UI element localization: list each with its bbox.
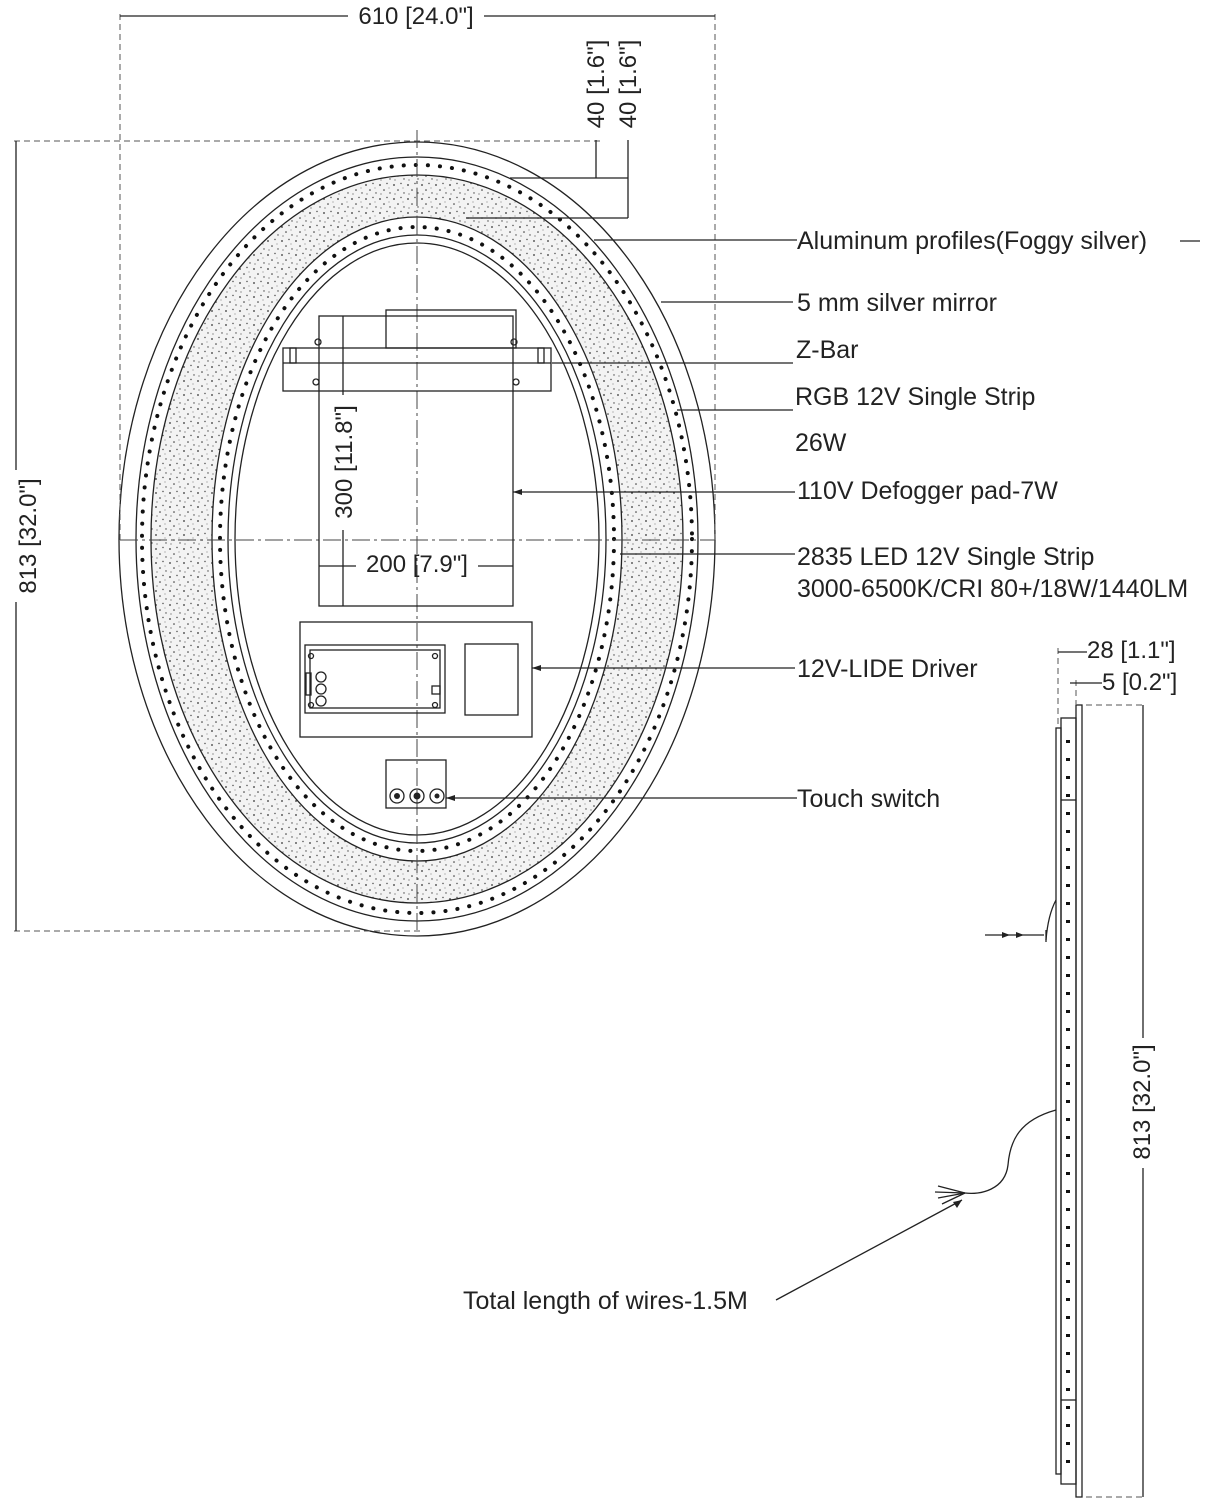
touch-switch (385, 759, 447, 809)
label-touch-switch: Touch switch (797, 785, 940, 813)
side-glass-dimension: 5 [0.2"] (1102, 669, 1177, 696)
label-defogger: 110V Defogger pad-7W (797, 477, 1058, 505)
label-aluminum-profiles: Aluminum profiles(Foggy silver) (797, 227, 1147, 255)
z-bar (282, 309, 552, 392)
label-led-spec: 3000-6500K/CRI 80+/18W/1440LM (797, 575, 1188, 603)
led-2835-strip (218, 225, 616, 853)
label-rgb-strip: RGB 12V Single Strip (795, 383, 1035, 411)
pad-width-dimension: 200 [7.9"] (366, 551, 468, 578)
label-wire-length: Total length of wires-1.5M (463, 1287, 748, 1315)
mirror-side-view: 28 [1.1"] 5 [0.2"] 813 [32.0"] (934, 637, 1177, 1498)
leader-lines (446, 239, 1200, 1301)
margin-dimension-inner: 40 [1.6"] (615, 40, 642, 129)
label-rgb-power: 26W (795, 429, 847, 457)
mirror-front-view: 610 [24.0"] 813 [32.0"] 40 [1.6"] 40 [1.… (14, 3, 716, 937)
label-silver-mirror: 5 mm silver mirror (797, 289, 997, 317)
label-driver: 12V-LIDE Driver (797, 655, 978, 683)
callout-labels: Aluminum profiles(Foggy silver) 5 mm sil… (463, 227, 1188, 1315)
side-depth-dimension: 28 [1.1"] (1087, 637, 1176, 664)
height-dimension: 813 [32.0"] (15, 478, 42, 593)
label-led-strip: 2835 LED 12V Single Strip (797, 543, 1094, 571)
driver-box (299, 621, 533, 738)
margin-dimension-outer: 40 [1.6"] (583, 40, 610, 129)
pad-height-dimension: 300 [11.8"] (331, 405, 358, 519)
width-dimension: 610 [24.0"] (358, 3, 473, 30)
label-z-bar: Z-Bar (796, 336, 859, 364)
side-height-dimension: 813 [32.0"] (1129, 1044, 1156, 1159)
side-back (1055, 727, 1062, 1475)
defogger-pad (318, 315, 514, 607)
side-glass (1075, 704, 1083, 1498)
